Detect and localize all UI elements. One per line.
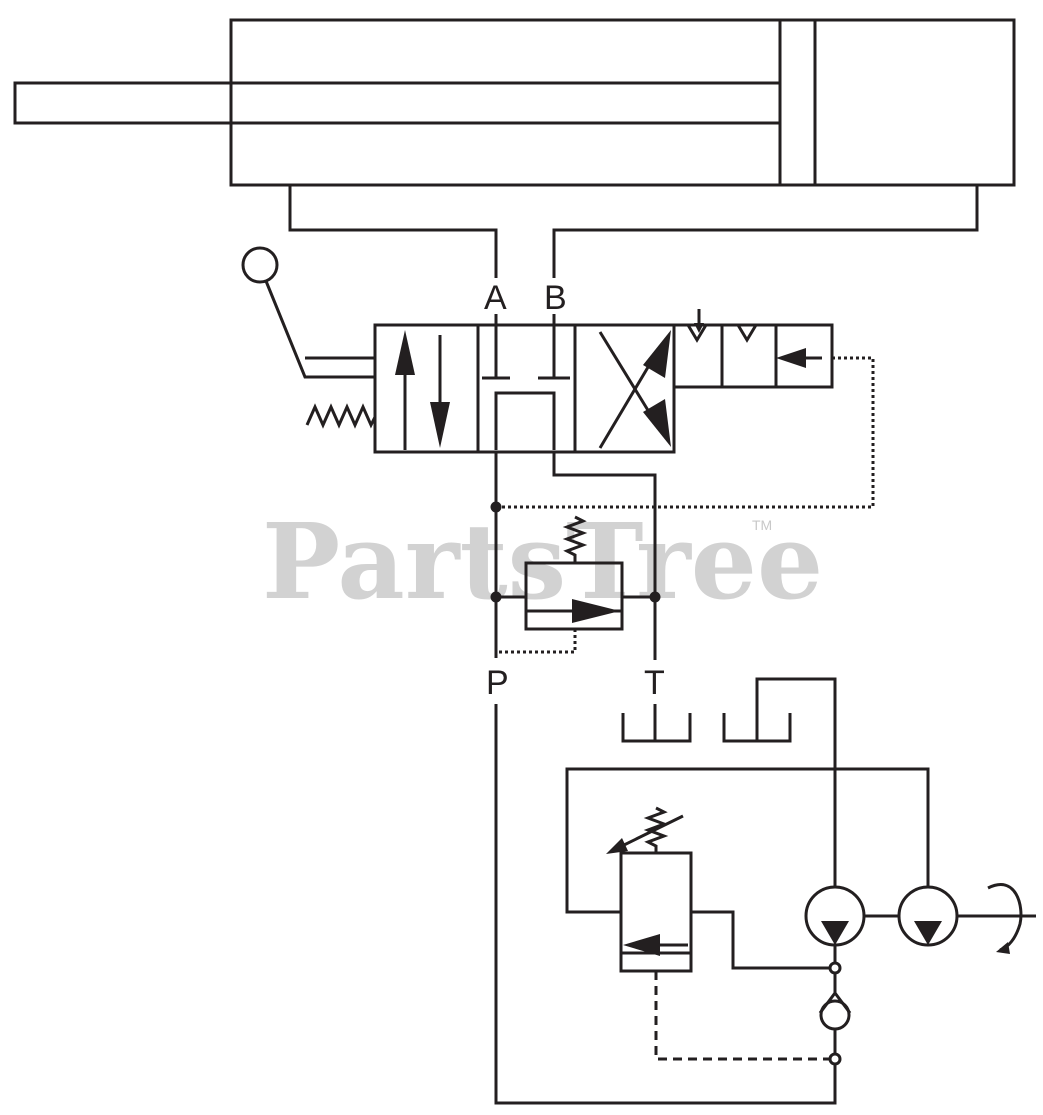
reservoir-tank-return: [621, 704, 692, 743]
circuit-relief-valve: [496, 515, 655, 654]
detent-notch-icon: [686, 324, 708, 343]
relief-flow-arrow-icon: [623, 934, 660, 956]
line-tank-upper: [552, 452, 657, 660]
line-pressure-lower: [494, 704, 837, 1105]
relief-spring-icon: [562, 515, 588, 563]
adjustable-relief-valve: [606, 806, 831, 973]
line-port-a: [288, 185, 498, 278]
lever-actuator: [241, 246, 375, 379]
junction-node: [828, 1052, 842, 1066]
arrow-diagonal-up-icon: [643, 330, 671, 378]
label-port-p: P: [486, 664, 509, 702]
label-port-b: B: [544, 279, 567, 317]
relief-arrow-icon: [572, 599, 620, 623]
valve-center-blocked: [482, 376, 570, 450]
cylinder-barrel: [229, 18, 1016, 187]
reservoir-tank-suction: [722, 677, 837, 887]
drain-line: [654, 971, 830, 1061]
pilot-arrow-icon: [776, 348, 806, 368]
junction-dot: [490, 501, 502, 513]
label-port-t: T: [644, 664, 665, 702]
junction-dot: [490, 591, 502, 603]
check-valve-ball-icon: [819, 999, 851, 1031]
valve-parallel-flow: [395, 330, 450, 450]
pilot-line: [496, 356, 875, 509]
check-valve-seat-icon: [818, 990, 852, 1014]
valve-cross-flow: [598, 330, 671, 449]
hydraulic-cylinder: [13, 18, 1016, 187]
cylinder-piston: [778, 18, 817, 187]
junction-node: [828, 961, 842, 975]
return-spring-icon: [305, 403, 377, 429]
detent-pointer-icon: [694, 323, 704, 333]
watermark-trademark: TM: [752, 517, 772, 533]
junction-dot: [649, 591, 661, 603]
pump-loop-line: [565, 767, 930, 914]
arrow-down-icon: [430, 402, 450, 448]
detent-body: [672, 323, 834, 389]
adjustable-spring-icon: [643, 806, 669, 853]
line-port-b: [552, 185, 979, 278]
valve-body: [373, 323, 676, 454]
adjustment-arrow-icon: [621, 814, 684, 848]
arrow-diagonal-down-icon: [643, 399, 671, 447]
pump-group: [565, 767, 1036, 1068]
cylinder-rod: [13, 81, 782, 125]
detent-pilot-unit: [672, 309, 834, 389]
label-port-a: A: [484, 279, 507, 317]
detent-notch-icon: [736, 324, 758, 343]
lever-arm: [264, 280, 375, 379]
relief-pilot-line: [496, 629, 577, 654]
directional-control-valve: [241, 246, 834, 454]
lever-knob-icon: [241, 246, 279, 284]
arrow-up-icon: [395, 330, 415, 375]
